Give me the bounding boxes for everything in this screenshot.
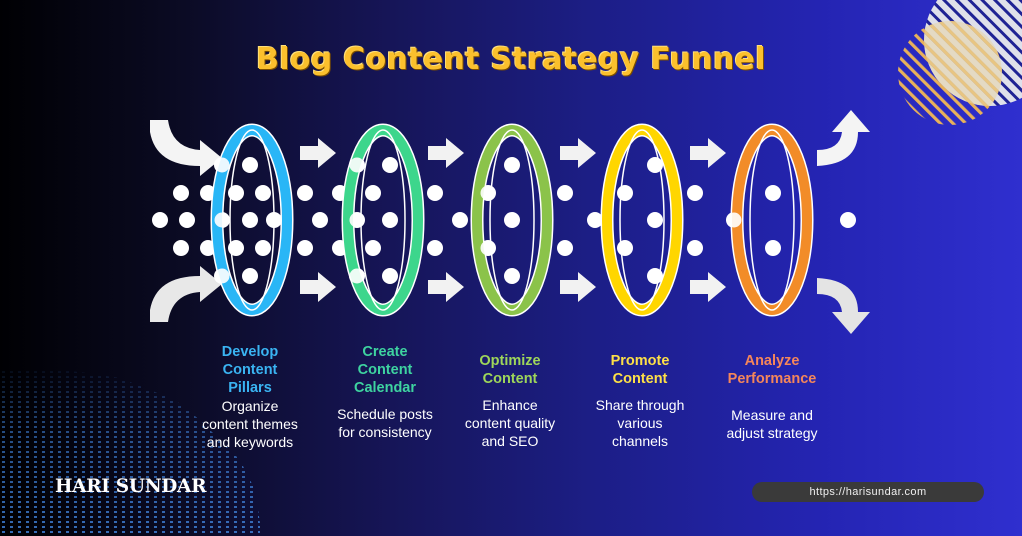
step-develop-content-pillars: Develop Content Pillars Organize content… (185, 343, 315, 451)
step-description: Share through various channels (595, 397, 685, 449)
step-heading: Create Content Calendar (353, 344, 417, 396)
curved-arrow-out-icon (817, 110, 870, 166)
step-optimize-content: Optimize Content Enhance content quality… (445, 352, 575, 450)
step-analyze-performance: Analyze Performance Measure and adjust s… (707, 352, 837, 442)
data-dot-icon (214, 157, 742, 284)
step-description: Enhance content quality and SEO (464, 397, 556, 449)
ring-filter-icon (470, 123, 554, 317)
curved-arrow-in-icon (150, 266, 222, 322)
step-description: Schedule posts for consistency (337, 406, 433, 440)
website-url[interactable]: https://harisundar.com (752, 482, 984, 502)
curved-arrow-in-icon (150, 120, 222, 176)
ring-filter-icon (730, 123, 814, 317)
page-title: Blog Content Strategy Funnel (256, 42, 766, 77)
step-create-content-calendar: Create Content Calendar Schedule posts f… (320, 343, 450, 441)
step-description: Organize content themes and keywords (202, 398, 298, 450)
step-heading: Optimize Content (479, 353, 541, 387)
step-heading: Promote Content (610, 353, 670, 387)
step-heading: Develop Content Pillars (221, 344, 279, 396)
step-heading: Analyze Performance (727, 353, 817, 387)
ring-filter-icon (341, 123, 425, 317)
decorative-circles (898, 0, 1022, 125)
step-description: Measure and adjust strategy (726, 407, 818, 441)
brand-logo: HARI SUNDAR (55, 476, 207, 497)
step-promote-content: Promote Content Share through various ch… (575, 352, 705, 450)
curved-arrow-out-icon (817, 278, 870, 334)
ring-filter-icon (600, 123, 684, 317)
